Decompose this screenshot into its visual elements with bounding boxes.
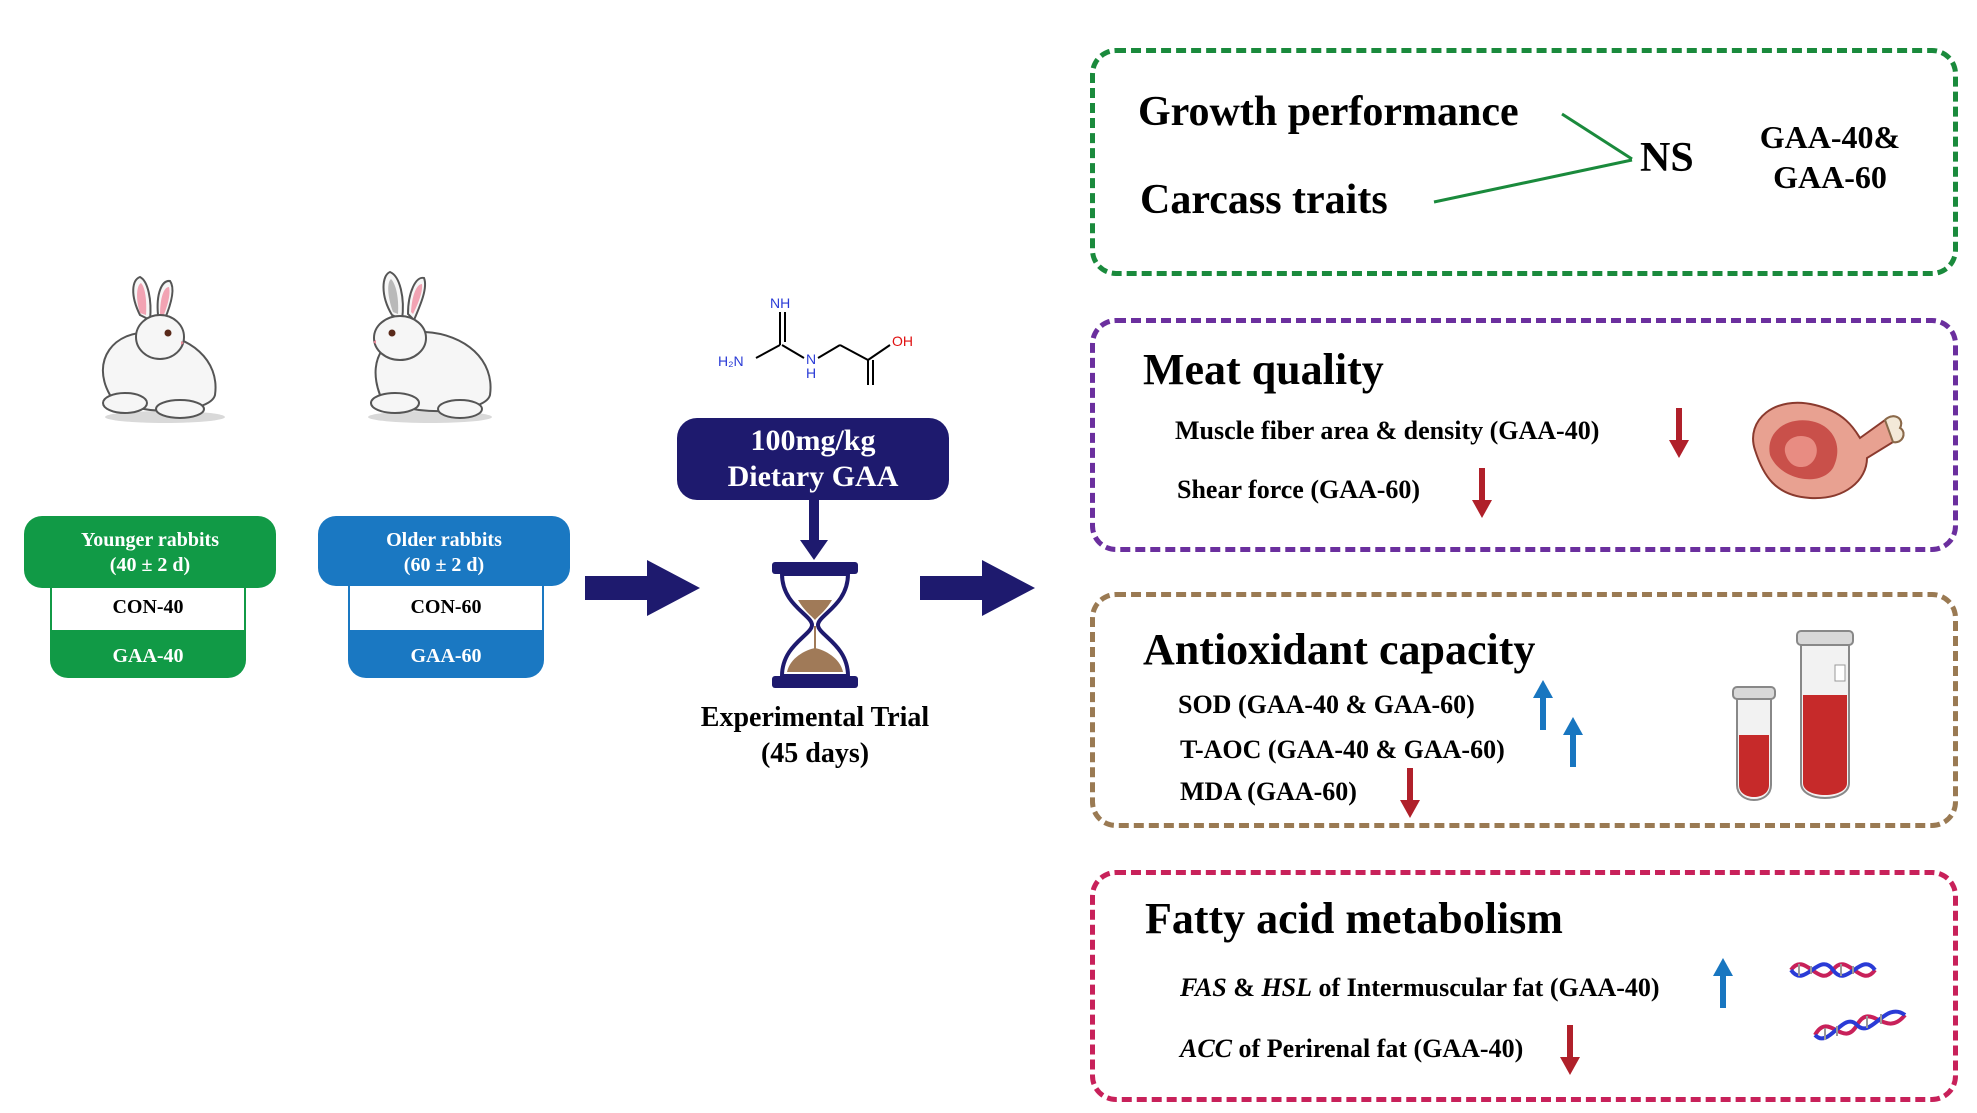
down-arrow-icon: [1669, 408, 1689, 458]
t-aoc-item: T-AOC (GAA-40 & GAA-60): [1180, 735, 1505, 764]
blood-tubes-icon: [1732, 630, 1854, 801]
shear-force-item: Shear force (GAA-60): [1177, 475, 1421, 504]
antioxidant-title: Antioxidant capacity: [1143, 625, 1536, 674]
group-title: Older rabbits: [386, 529, 502, 551]
dose-label: Dietary GAA: [727, 460, 899, 493]
group-age: (40 ± 2 d): [109, 554, 191, 576]
trial-label: Experimental Trial (45 days): [650, 700, 980, 772]
amp-text: &: [1226, 973, 1262, 1002]
group-header: Older rabbits (60 ± 2 d): [318, 516, 570, 586]
group-title: Younger rabbits: [81, 529, 219, 551]
dose-box: 100mg/kg Dietary GAA: [677, 418, 949, 500]
down-arrow-icon: [1560, 1025, 1580, 1075]
up-arrow-icon: [1713, 958, 1733, 1008]
older-rabbit-illustration: [368, 270, 492, 423]
meat-quality-panel: [1090, 318, 1958, 552]
control-group-label: CON-60: [350, 584, 542, 630]
antioxidant-panel: [1090, 592, 1958, 828]
trial-duration: (45 days): [760, 738, 870, 769]
dose-amount: 100mg/kg: [750, 424, 876, 457]
right-arrow-icon: [920, 560, 1035, 616]
down-arrow-icon: [1400, 768, 1420, 818]
ns-label: NS: [1640, 135, 1694, 181]
hourglass-icon: [772, 562, 858, 688]
perirenal-text: of Perirenal fat (GAA-40): [1232, 1034, 1524, 1063]
right-arrow-icon: [585, 560, 700, 616]
hsl-gene: HSL: [1261, 973, 1313, 1002]
h2n-label: H₂N: [718, 353, 744, 369]
group-header: Younger rabbits (40 ± 2 d): [24, 516, 276, 588]
dna-helix-icon: [1789, 962, 1907, 1041]
oh-label: OH: [892, 333, 913, 349]
younger-rabbit-illustration: [101, 275, 225, 423]
trial-title: Experimental Trial: [700, 702, 930, 733]
gaa-groups-line2: GAA-60: [1773, 159, 1887, 195]
meat-drumstick-icon: [1752, 401, 1905, 500]
treatment-group-label: GAA-60: [410, 645, 482, 667]
h-label: H: [806, 365, 816, 381]
down-arrow-icon: [1472, 468, 1492, 518]
intermuscular-text: of Intermuscular fat (GAA-40): [1312, 973, 1660, 1002]
fas-gene: FAS: [1180, 973, 1227, 1002]
sod-item: SOD (GAA-40 & GAA-60): [1178, 690, 1475, 719]
fatty-acid-title: Fatty acid metabolism: [1145, 894, 1563, 943]
group-age: (60 ± 2 d): [403, 554, 485, 576]
fatty-acid-panel: [1090, 870, 1958, 1102]
growth-carcass-panel: [1090, 48, 1958, 276]
down-arrow-icon: [800, 500, 828, 560]
n-label: N: [806, 351, 816, 367]
mda-item: MDA (GAA-60): [1180, 777, 1357, 806]
growth-performance-label: Growth performance: [1138, 89, 1519, 135]
fas-hsl-item: FAS & HSL of Intermuscular fat (GAA-40): [1180, 973, 1660, 1003]
control-group-label: CON-40: [52, 584, 244, 630]
gaa-groups-line1: GAA-40&: [1759, 119, 1901, 155]
treatment-group-label: GAA-40: [112, 645, 184, 667]
up-arrow-icon: [1533, 680, 1553, 730]
meat-quality-title: Meat quality: [1143, 345, 1384, 394]
nh-label: NH: [770, 295, 790, 311]
ns-connector-lines: [1433, 112, 1633, 204]
muscle-fiber-item: Muscle fiber area & density (GAA-40): [1175, 416, 1600, 445]
gaa-groups-label: GAA-40& GAA-60: [1745, 117, 1915, 197]
acc-item: ACC of Perirenal fat (GAA-40): [1180, 1034, 1523, 1064]
acc-gene: ACC: [1180, 1034, 1233, 1063]
gaa-molecule-structure: NH H₂N N H OH: [718, 295, 913, 385]
carcass-traits-label: Carcass traits: [1140, 177, 1388, 223]
up-arrow-icon: [1563, 717, 1583, 767]
